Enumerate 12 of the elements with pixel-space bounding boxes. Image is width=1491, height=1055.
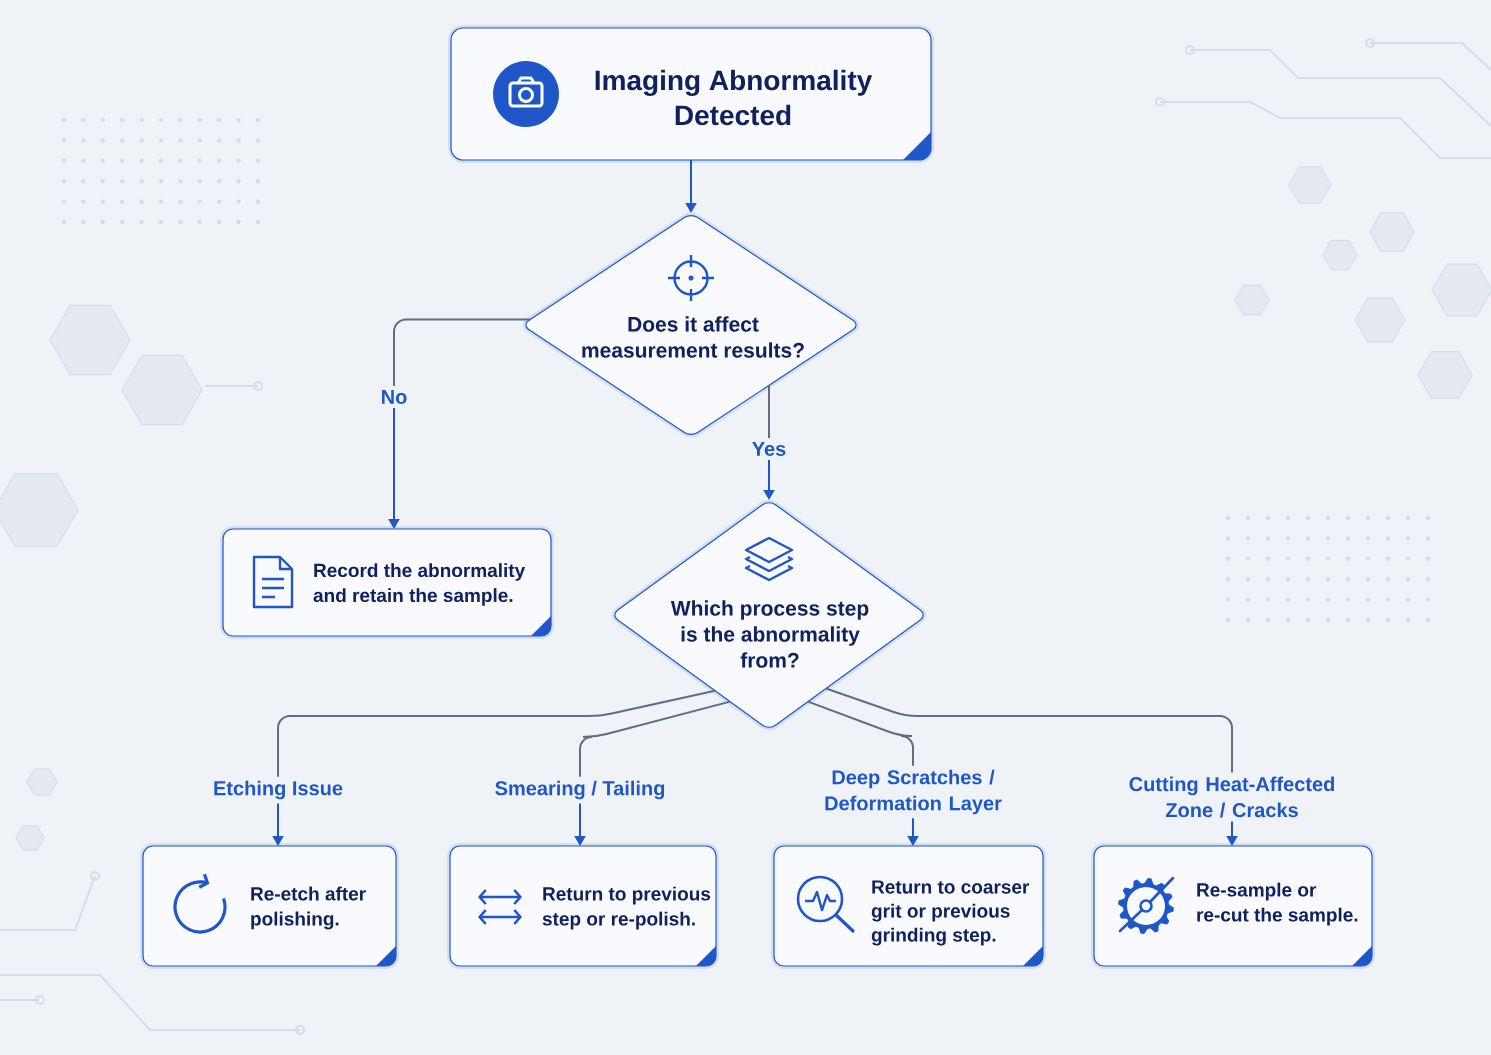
start-box: Imaging Abnormality Detected [448,25,934,163]
edge-label: Yes [747,438,791,460]
process-box: Re-sample or re-cut the sample. [1091,843,1375,969]
process-box: Return to coarser grit or previous grinding step. [771,843,1046,969]
edge-label: Etching Issue [209,776,347,804]
edge-label: Smearing / Tailing [490,776,670,804]
process-box: Re-etch after polishing. [140,843,399,969]
edge-label: No [376,386,412,408]
edge-label: Cutting Heat-Affected Zone / Cracks [1116,772,1348,822]
process-box: Return to previous step or re-polish. [447,843,719,969]
process-box: Record the abnormality and retain the sample. [220,526,554,639]
edge-label: Deep Scratches / Deformation Layer [809,765,1017,819]
